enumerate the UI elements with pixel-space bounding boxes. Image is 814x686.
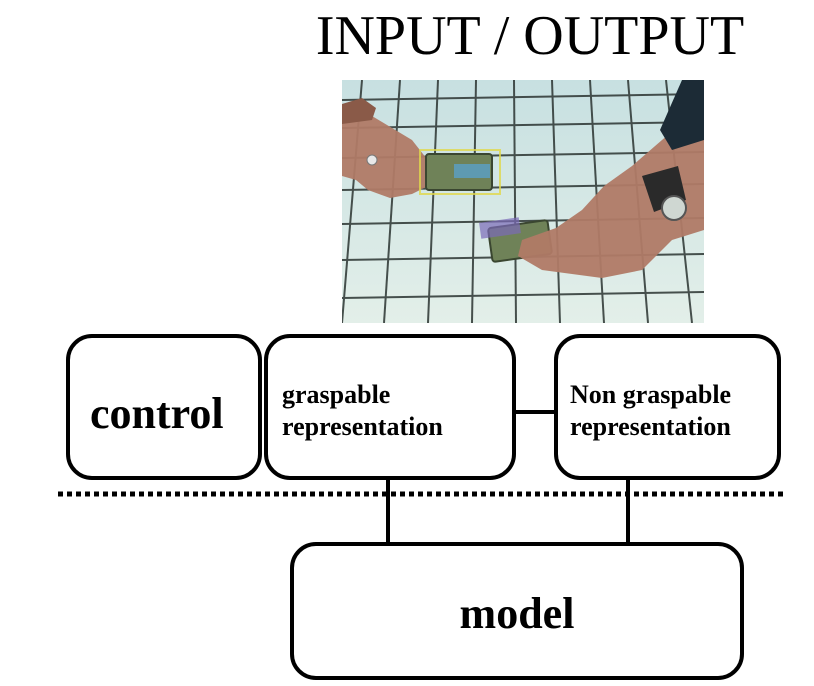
hands-manipulating-bricks-on-grid-photo	[342, 80, 704, 323]
graspable-label-line1: graspable	[282, 380, 391, 409]
graspable-label-line2: representation	[282, 412, 443, 441]
control-label: control	[90, 389, 224, 438]
model-node: model	[290, 542, 744, 680]
non-graspable-label-line2: representation	[570, 412, 731, 441]
non-graspable-representation-node: Non graspable representation	[554, 334, 781, 480]
graspable-representation-node: graspable representation	[264, 334, 516, 480]
hands-bricks-photo	[342, 80, 704, 323]
non-graspable-label-line1: Non graspable	[570, 380, 732, 409]
control-node: control	[66, 334, 262, 480]
slide-title: INPUT / OUTPUT	[315, 5, 745, 67]
model-label: model	[459, 589, 575, 638]
